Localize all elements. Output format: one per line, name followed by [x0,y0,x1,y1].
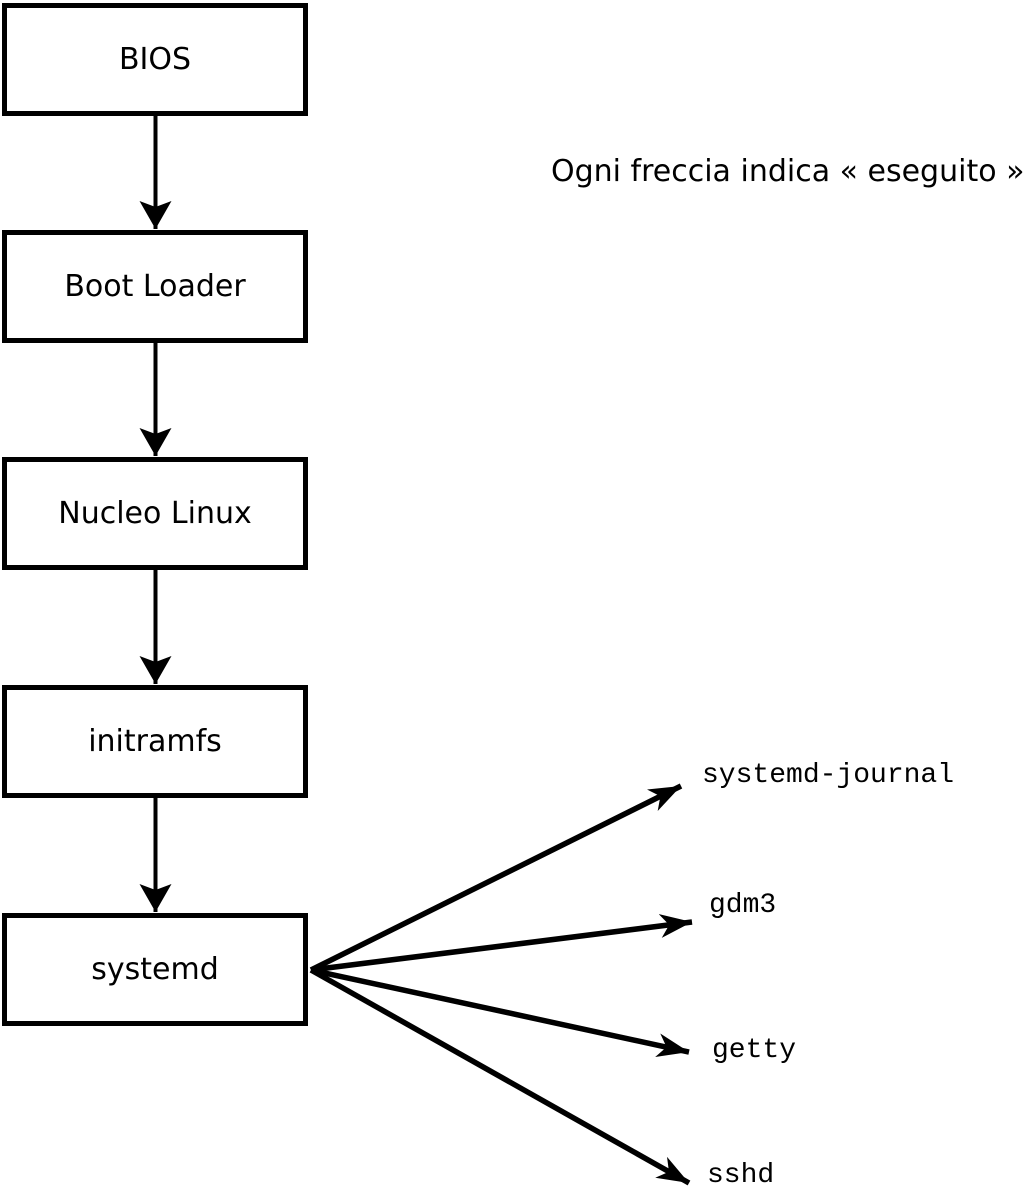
node-systemd-label: systemd [91,951,219,987]
node-initramfs-label: initramfs [88,723,222,759]
process-label-gdm3: gdm3 [709,890,777,921]
arrow-systemd-to-gdm3 [310,914,693,973]
node-linux-kernel-label: Nucleo Linux [58,495,252,531]
arrow-systemd-to-journal [309,783,683,973]
process-label-getty: getty [712,1035,797,1066]
legend-caption: Ogni freccia indica « eseguito ». [551,154,1024,189]
node-bios: BIOS [2,3,308,116]
node-boot-loader: Boot Loader [2,230,308,343]
node-systemd: systemd [2,913,308,1026]
node-initramfs: initramfs [2,685,308,798]
arrow-systemd-to-sshd [309,967,691,1186]
arrow-systemd-to-getty [310,967,690,1057]
node-linux-kernel: Nucleo Linux [2,457,308,570]
process-label-systemd-journal: systemd-journal [702,760,955,791]
node-boot-loader-label: Boot Loader [64,268,246,304]
node-bios-label: BIOS [118,41,192,77]
process-label-sshd: sshd [707,1160,775,1191]
